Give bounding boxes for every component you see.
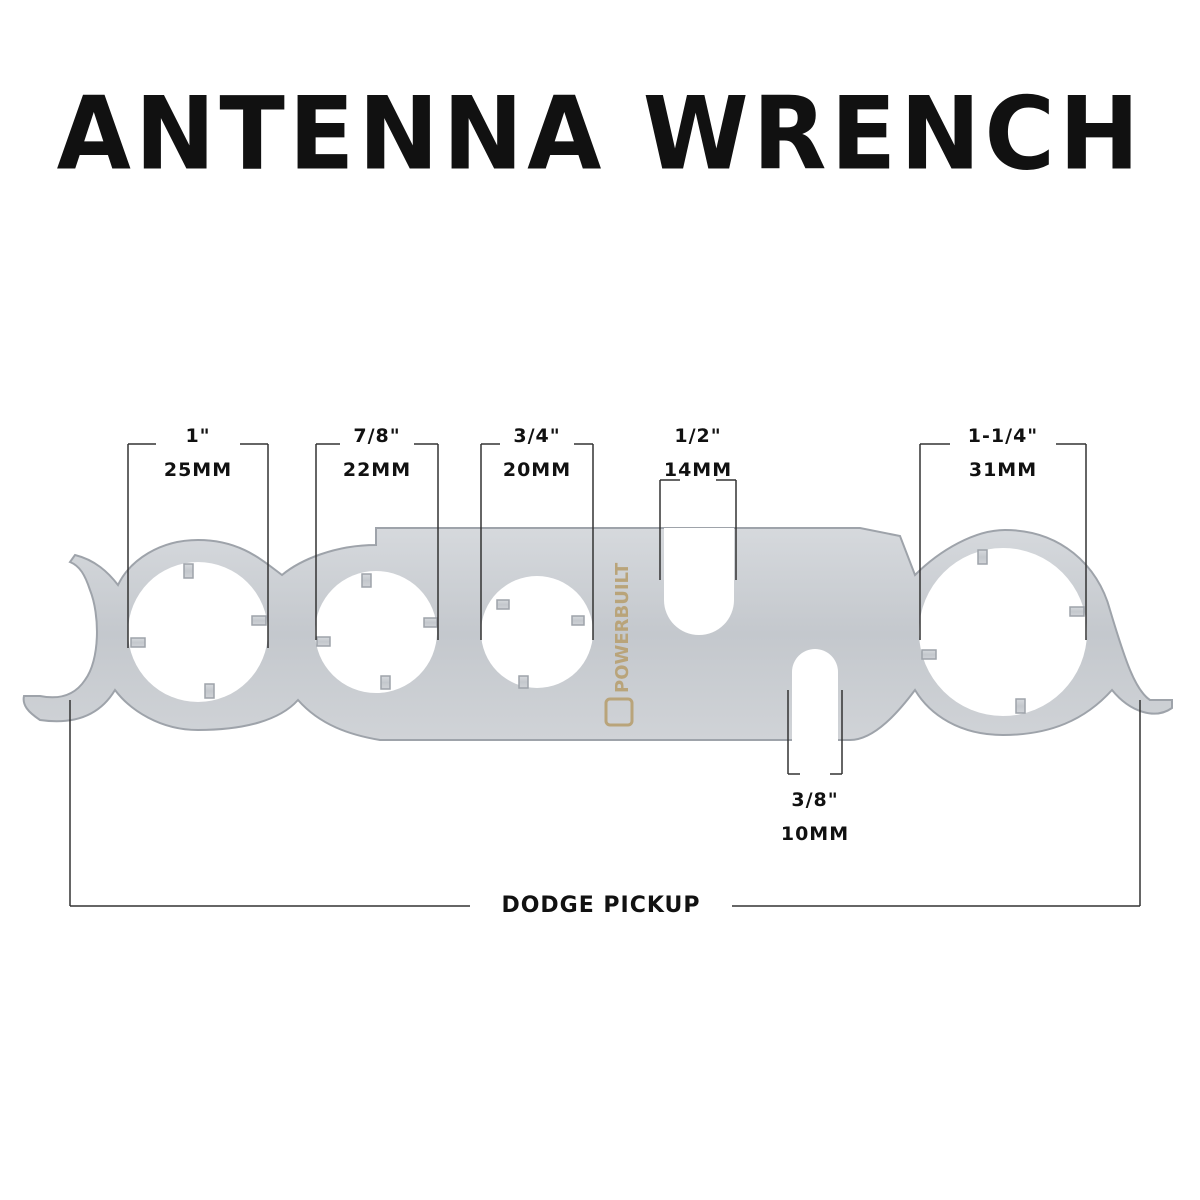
wrench-body [22,527,1173,741]
size-label-22mm: 7/8" 22MM [297,419,457,487]
size-inch: 1" [185,425,211,447]
size-label-20mm: 3/4" 20MM [457,419,617,487]
size-inch: 3/8" [791,789,839,811]
size-inch: 1/2" [674,425,722,447]
size-inch: 7/8" [353,425,401,447]
size-mm: 10MM [780,823,850,845]
dimension-lines [69,443,1141,907]
size-mm: 14MM [663,459,733,481]
size-label-14mm: 1/2" 14MM [618,419,778,487]
size-inch: 1-1/4" [967,425,1039,447]
size-mm: 25MM [163,459,233,481]
page-title: ANTENNA WRENCH [56,75,1144,193]
size-mm: 22MM [342,459,412,481]
size-inch: 3/4" [513,425,561,447]
ring-notches [130,549,1085,714]
size-mm: 20MM [502,459,572,481]
size-mm: 31MM [968,459,1038,481]
vehicle-label: DODGE PICKUP [470,888,732,924]
size-label-10mm: 3/8" 10MM [735,783,895,851]
logo-text: POWERBUILT [612,562,633,693]
size-label-25mm: 1" 25MM [118,419,278,487]
size-label-31mm: 1-1/4" 31MM [923,419,1083,487]
powerbuilt-logo: POWERBUILT [604,562,634,727]
